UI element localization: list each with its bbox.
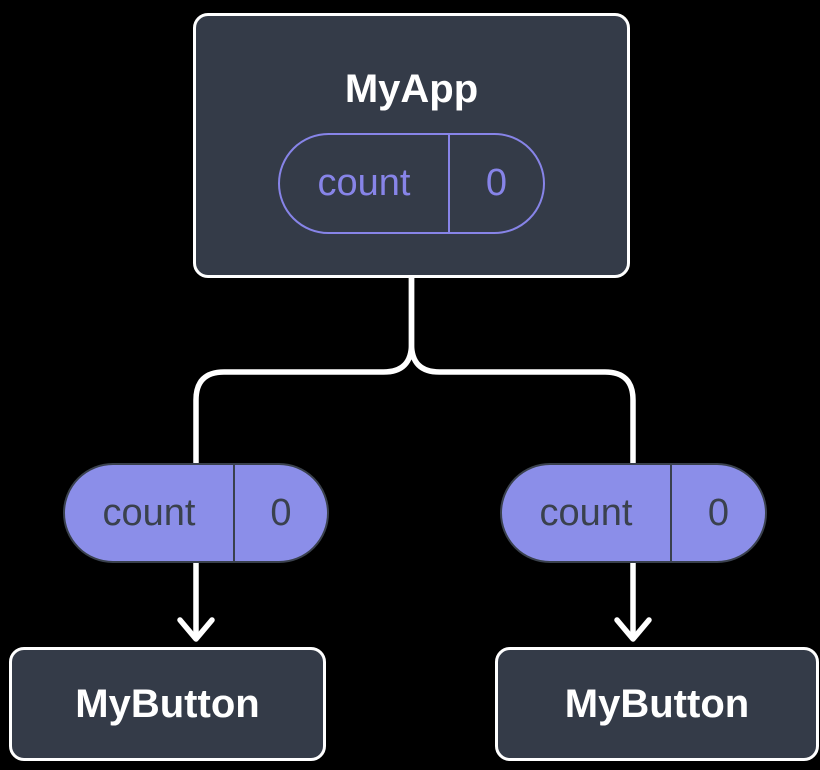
arrow-down-right-icon — [614, 617, 652, 642]
root-state-pill: count 0 — [278, 133, 545, 234]
leaf-component-title: MyButton — [75, 682, 260, 726]
leaf-component-title: MyButton — [564, 682, 750, 726]
prop-name-label: count — [502, 465, 672, 561]
state-value-label: 0 — [485, 162, 508, 204]
prop-pill-right: count 0 — [500, 463, 767, 563]
root-component-title: MyApp — [344, 67, 479, 111]
prop-pill-left: count 0 — [63, 463, 329, 563]
prop-value-label: 0 — [707, 491, 730, 534]
connector-left-branch — [193, 269, 415, 640]
root-component-card: MyApp count 0 — [193, 13, 630, 278]
leaf-component-card-left: MyButton — [9, 647, 326, 761]
state-name-label: count — [280, 135, 450, 232]
prop-value-label: 0 — [270, 491, 292, 534]
connector-right-branch — [408, 269, 636, 640]
prop-name-label: count — [65, 465, 235, 561]
arrow-down-left-icon — [177, 617, 215, 642]
leaf-component-card-right: MyButton — [495, 647, 819, 761]
